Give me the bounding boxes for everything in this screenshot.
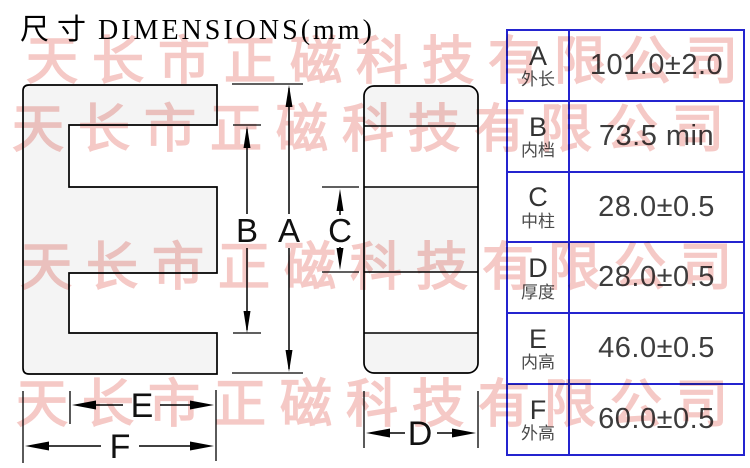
dim-value: 28.0±0.5 (598, 190, 715, 223)
dim-value: 60.0±0.5 (598, 403, 715, 436)
table-row: E 内高 46.0±0.5 (508, 312, 743, 384)
dim-label-d: D (408, 415, 433, 453)
dim-label-zh: 外长 (521, 70, 555, 90)
dim-label-zh: 中柱 (521, 211, 555, 231)
table-row: B 内档 73.5 min (508, 99, 743, 171)
table-row: F 外高 60.0±0.5 (508, 383, 743, 454)
dimension-f: F (22, 391, 214, 466)
table-row: C 中柱 28.0±0.5 (508, 170, 743, 242)
dim-label-zh: 内档 (521, 140, 555, 160)
dimension-e: E (69, 387, 217, 461)
side-view-core (363, 85, 479, 374)
dim-value: 73.5 min (598, 119, 715, 152)
table-key-cell: E 内高 (508, 314, 570, 384)
dim-label-c: C (328, 212, 352, 249)
dim-letter: A (528, 40, 547, 71)
title-english: DIMENSIONS(mm) (98, 15, 375, 46)
dim-label-zh: 内高 (521, 353, 555, 373)
table-row: A 外长 101.0±2.0 (508, 31, 743, 100)
dim-value: 101.0±2.0 (589, 48, 724, 81)
dim-letter: F (529, 394, 547, 425)
dim-letter: D (528, 253, 548, 284)
dim-value: 46.0±0.5 (598, 332, 715, 365)
title-chinese: 尺寸 (20, 14, 95, 46)
dimension-b: B (233, 124, 261, 334)
dimension-d: D (363, 391, 479, 453)
dim-label-a: A (278, 212, 300, 249)
dimensions-table: A 外长 101.0±2.0 B 内档 73.5 min C 中柱 28.0±0… (506, 29, 745, 456)
front-view-e-core (22, 84, 218, 375)
dim-label-zh: 外高 (521, 424, 555, 444)
dim-label-zh: 厚度 (521, 282, 555, 302)
table-key-cell: A 外长 (508, 31, 570, 100)
table-row: D 厚度 28.0±0.5 (508, 241, 743, 313)
table-key-cell: B 内档 (508, 101, 570, 171)
dim-label-b: B (236, 212, 258, 249)
dim-label-f: F (110, 428, 131, 466)
table-key-cell: F 外高 (508, 385, 570, 454)
table-key-cell: D 厚度 (508, 243, 570, 313)
dim-value: 28.0±0.5 (598, 261, 715, 294)
dim-letter: B (528, 111, 547, 142)
dim-letter: C (528, 182, 548, 213)
dimension-a: A (232, 83, 303, 374)
dimension-c: C (322, 186, 359, 273)
table-key-cell: C 中柱 (508, 172, 570, 242)
dim-letter: E (528, 324, 547, 355)
dim-label-e: E (131, 387, 154, 425)
